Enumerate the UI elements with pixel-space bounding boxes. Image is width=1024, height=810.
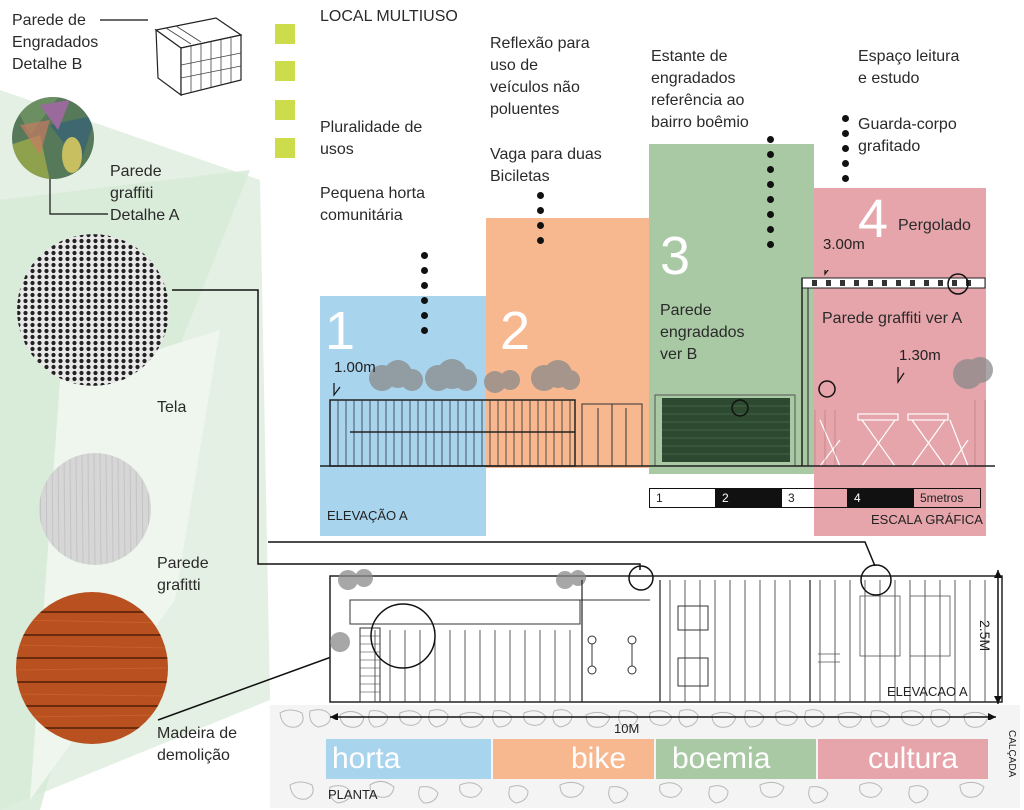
scale-segment-4: 4 <box>848 489 914 507</box>
band-horta: horta <box>326 739 491 779</box>
legend-square-3 <box>275 100 295 120</box>
label-mesh: Tela <box>157 399 187 416</box>
zone-number-2: 2 <box>500 301 531 361</box>
text-community-garden: Pequena horta comunitária <box>320 185 425 224</box>
plan-drawing <box>329 564 1003 720</box>
text-bike-spot: Vaga para duas Biciletas <box>490 146 602 185</box>
band-boemia: boemia <box>656 739 816 779</box>
scale-title: ESCALA GRÁFICA <box>871 512 983 527</box>
scale-segment-1: 1 <box>650 489 716 507</box>
elevation-title: ELEVAÇÃO A <box>327 508 408 523</box>
scale-segment-5: 5metros <box>920 491 964 505</box>
height-1m: 1.00m <box>334 359 376 376</box>
scale-segment-3: 3 <box>782 489 848 507</box>
text-graffiti-rail: Guarda-corpo grafitado <box>858 116 957 155</box>
zone-number-4: 4 <box>858 189 889 249</box>
plan-height-dimension: 2.5M <box>977 620 993 652</box>
plan-width-dimension: 10M <box>614 721 640 736</box>
label-pergola: Pergolado <box>898 217 971 234</box>
dotted-leader-2 <box>537 192 544 252</box>
mesh-swatch <box>17 234 169 386</box>
legend-square-2 <box>275 61 295 81</box>
crate-illustration <box>154 17 243 97</box>
graffiti-wall-swatch <box>39 453 151 565</box>
label-graffiti-wall: Parede grafitti <box>157 555 209 594</box>
height-3m: 3.00m <box>823 236 865 253</box>
text-plurality: Pluralidade de usos <box>320 119 423 158</box>
zone-4-panel <box>814 188 986 536</box>
label-crate-wall: Parede de Engradados Detalhe B <box>12 12 99 73</box>
label-graffiti-wall-ref: Parede graffiti ver A <box>822 310 963 327</box>
zone-number-1: 1 <box>325 301 356 361</box>
height-1-30m: 1.30m <box>899 347 941 364</box>
zone-number-3: 3 <box>660 226 691 286</box>
demolition-wood-swatch <box>16 592 168 744</box>
scale-segment-2: 2 <box>716 489 782 507</box>
band-cultura: cultura <box>818 739 988 779</box>
label-graffiti-detail: Parede graffiti Detalhe A <box>110 163 180 224</box>
zone-2-panel <box>486 218 649 468</box>
legend-square-1 <box>275 24 295 44</box>
label-crate-wall-ref: Parede engradados ver B <box>660 302 745 363</box>
text-reflection: Reflexão para uso de veículos não poluen… <box>490 35 590 118</box>
graffiti-detail-swatch <box>12 97 94 179</box>
plan-title: PLANTA <box>328 787 378 802</box>
elevation-marker: ELEVACAO A <box>887 684 968 699</box>
graphic-scale-bar: 1 2 3 4 5metros <box>649 488 981 508</box>
label-demolition-wood: Madeira de demolição <box>157 725 238 764</box>
dotted-leader-1 <box>421 252 428 342</box>
dotted-leader-4 <box>842 115 849 190</box>
elevation-drawing <box>320 270 995 467</box>
text-crate-shelf: Estante de engradados referência ao bair… <box>651 48 749 131</box>
dotted-leader-3 <box>767 136 774 256</box>
sidewalk-label: CALÇADA <box>1006 730 1017 778</box>
text-reading-space: Espaço leitura e estudo <box>858 48 960 87</box>
legend-title: LOCAL MULTIUSO <box>320 8 458 25</box>
legend-square-4 <box>275 138 295 158</box>
band-bike: bike <box>493 739 654 779</box>
